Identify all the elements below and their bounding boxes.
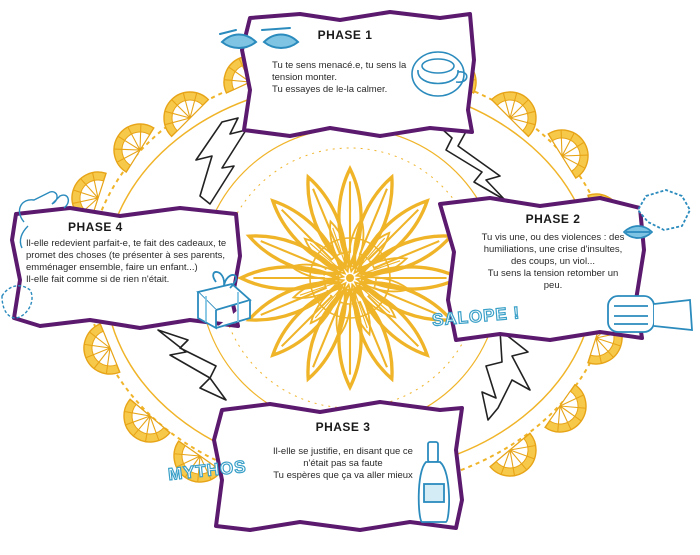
phase-4-text: Il-elle redevient parfait-e, te fait des… [26, 238, 238, 286]
phase-4-line: Il-elle redevient parfait-e, te fait des… [26, 238, 238, 250]
phase-3-line: n'était pas sa faute [238, 458, 448, 470]
phase-3-line: Tu espères que ça va aller mieux [238, 470, 448, 482]
fist-icon [608, 296, 692, 332]
phase-2-line: humiliations, une crise d'insultes, [463, 244, 643, 256]
phase-4-line: promet des choses (te présenter à ses pa… [26, 250, 238, 262]
phase-2-text: Tu vis une, ou des violences : des humil… [463, 232, 643, 292]
phase-4-panel: PHASE 4 Il-elle redevient parfait-e, te … [28, 220, 238, 286]
phase-1-text: Tu te sens menacé.e, tu sens la tension … [272, 60, 460, 96]
phase-3-text: Il-elle se justifie, en disant que ce n'… [238, 446, 448, 482]
phase-1-line: Tu te sens menacé.e, tu sens la [272, 60, 460, 72]
phase-2-line: peu. [463, 280, 643, 292]
phase-4-title: PHASE 4 [68, 220, 238, 234]
phase-1-line: tension monter. [272, 72, 460, 84]
phase-2-line: Tu sens la tension retomber un [463, 268, 643, 280]
phase-1-panel: PHASE 1 Tu te sens menacé.e, tu sens la … [250, 28, 460, 96]
phase-1-line: Tu essayes de le-la calmer. [272, 84, 460, 96]
phase-4-line: Il-elle fait comme si de rien n'était. [26, 274, 238, 286]
phase-3-line: Il-elle se justifie, en disant que ce [238, 446, 448, 458]
phase-3-panel: PHASE 3 Il-elle se justifie, en disant q… [238, 420, 448, 482]
phase-2-title: PHASE 2 [463, 212, 643, 226]
phase-3-title: PHASE 3 [238, 420, 448, 434]
phase-1-title: PHASE 1 [230, 28, 460, 42]
phase-2-line: des coups, un viol... [463, 256, 643, 268]
phase-4-line: emménager ensemble, faire un enfant...) [26, 262, 238, 274]
phase-2-panel: PHASE 2 Tu vis une, ou des violences : d… [463, 212, 643, 292]
phase-2-line: Tu vis une, ou des violences : des [463, 232, 643, 244]
